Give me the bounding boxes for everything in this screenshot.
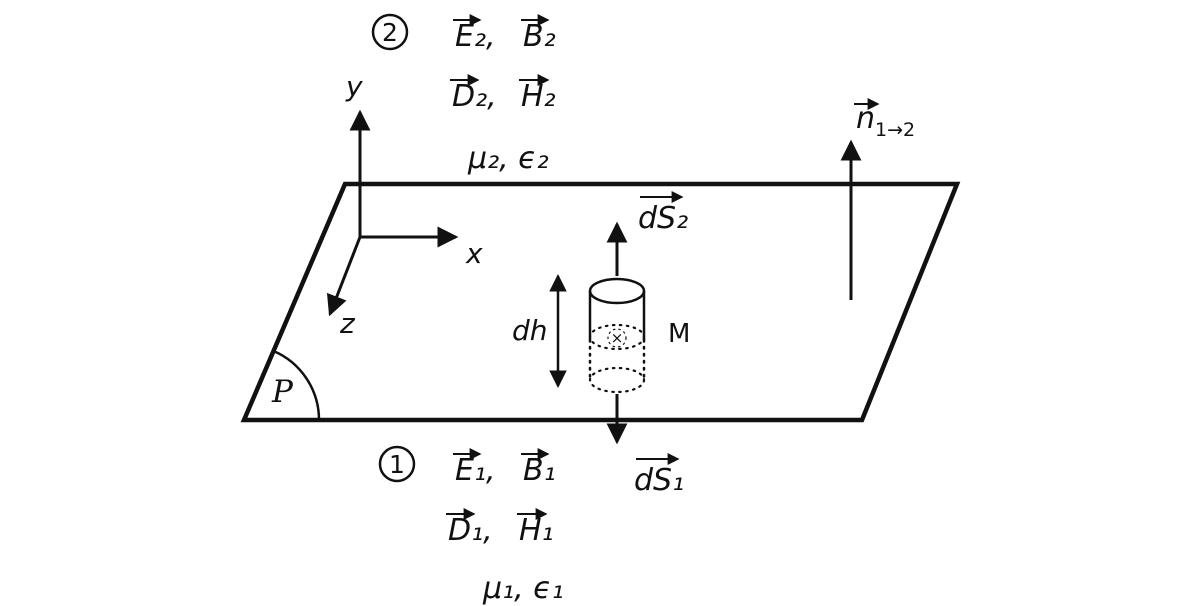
region1-badge-number: 1 xyxy=(389,450,405,479)
y-axis-label: y xyxy=(345,70,363,103)
field-D2: D₂, xyxy=(452,79,497,114)
m-label: M xyxy=(668,319,690,349)
x-axis-label: x xyxy=(465,237,483,270)
region2-badge-number: 2 xyxy=(382,18,398,47)
field-B2: B₂ xyxy=(523,19,556,54)
into-page-cross: × xyxy=(611,329,624,347)
pillbox-bottom-ellipse xyxy=(588,366,646,394)
z-axis-label: z xyxy=(339,307,356,340)
plane-label: P xyxy=(271,374,294,410)
ds1-label: dS₁ xyxy=(634,463,684,498)
interface-plane xyxy=(240,181,961,423)
into-page-circle xyxy=(607,328,627,348)
ds2-label: dS₂ xyxy=(638,201,688,236)
materials-region2: μ₂, ϵ₂ xyxy=(467,141,549,176)
region2-badge-circle xyxy=(371,13,409,51)
pillbox-interface-ellipse xyxy=(588,323,646,351)
field-B1: B₁ xyxy=(523,453,556,488)
plane-angle-arc xyxy=(273,349,321,421)
field-H1: H₁ xyxy=(519,513,554,548)
field-E1: E₁, xyxy=(455,453,496,488)
normal-letter: n xyxy=(856,101,875,136)
z-axis-arrow xyxy=(326,236,362,317)
dh-label: dh xyxy=(512,314,548,347)
normal-subscript: 1→2 xyxy=(875,119,915,141)
field-D1: D₁, xyxy=(448,513,493,548)
pillbox-top-ellipse xyxy=(588,277,646,305)
field-E2: E₂, xyxy=(455,19,496,54)
materials-region1: μ₁, ϵ₁ xyxy=(482,571,564,606)
field-H2: H₂ xyxy=(521,79,556,114)
region1-badge-circle xyxy=(378,445,416,483)
